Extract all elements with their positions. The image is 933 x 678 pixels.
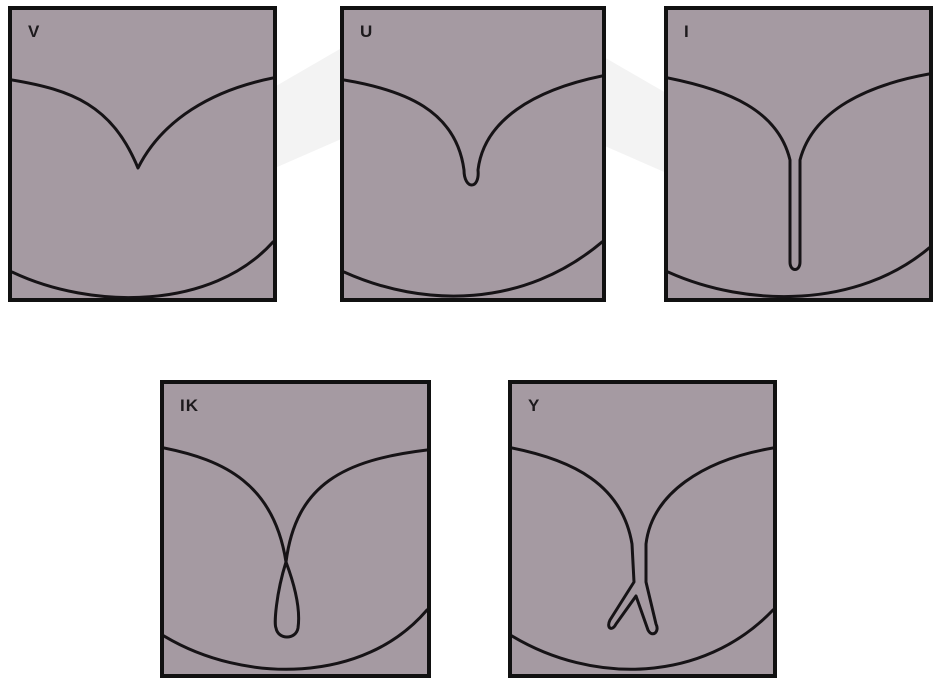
- lower-curve: [164, 610, 427, 669]
- upper-curve: [12, 78, 273, 168]
- upper-curve: [344, 76, 602, 185]
- panel-label: Y: [528, 396, 540, 416]
- panel-label: U: [360, 22, 373, 42]
- upper-curve: [668, 74, 929, 270]
- panel-ik-shape: IK: [160, 380, 431, 678]
- panel-y-shape: Y: [508, 380, 777, 678]
- v-shape-diagram: [12, 10, 273, 298]
- lower-curve: [344, 242, 602, 296]
- panel-label: V: [28, 22, 40, 42]
- y-shape-diagram: [512, 384, 773, 674]
- i-shape-diagram: [668, 10, 929, 298]
- panel-label: IK: [180, 396, 199, 416]
- panel-v-shape: V: [8, 6, 277, 302]
- lower-curve: [12, 242, 273, 298]
- panel-label: I: [684, 22, 690, 42]
- panel-i-shape: I: [664, 6, 933, 302]
- upper-curve: [512, 448, 773, 634]
- u-shape-diagram: [344, 10, 602, 298]
- upper-curve: [164, 448, 427, 637]
- ik-shape-diagram: [164, 384, 427, 674]
- panel-u-shape: U: [340, 6, 606, 302]
